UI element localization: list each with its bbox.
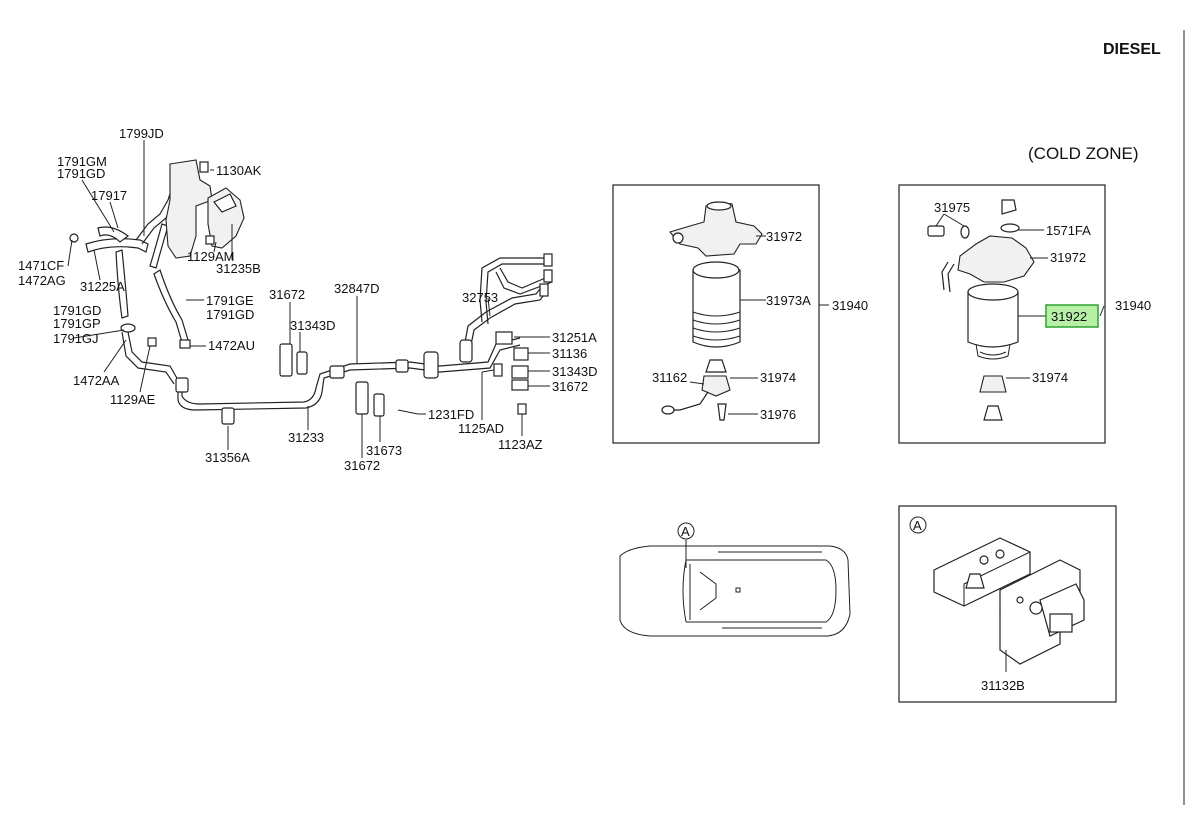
detail-a-bracket-panel: A 31132B <box>898 505 1117 703</box>
callout-a-vehicle-circle <box>677 522 695 540</box>
fuel-filter-box <box>612 184 820 444</box>
labels-left: 1799JD 1791GM 1791GD 17917 1130AK 1471CF… <box>18 126 598 473</box>
label-p2-31922[interactable]: 31922 <box>1051 309 1087 324</box>
label-p2-31972: 31972 <box>1050 250 1086 265</box>
label-32847D: 32847D <box>334 281 380 296</box>
cold-zone-filter-box <box>898 184 1106 444</box>
label-31356A: 31356A <box>205 450 250 465</box>
label-p1-31976: 31976 <box>760 407 796 422</box>
label-31343D-b: 31343D <box>552 364 598 379</box>
detail-a-box <box>898 505 1117 703</box>
label-31132B: 31132B <box>981 678 1025 693</box>
label-p1-31973A: 31973A <box>766 293 811 308</box>
label-p1-31974: 31974 <box>760 370 796 385</box>
label-1791GD-a: 1791GD <box>57 166 105 181</box>
label-31672-a: 31672 <box>269 287 305 302</box>
label-1471CF: 1471CF <box>18 258 64 273</box>
label-1125AD: 1125AD <box>458 421 504 436</box>
label-1130AK: 1130AK <box>216 163 262 178</box>
label-1231FD: 1231FD <box>428 407 474 422</box>
label-31233: 31233 <box>288 430 324 445</box>
engine-type-label: DIESEL <box>1103 41 1161 58</box>
fuel-line-assembly <box>69 159 553 425</box>
callout-a-vehicle: A <box>681 524 690 539</box>
callout-a-detail: A <box>913 518 922 533</box>
label-p2-31974: 31974 <box>1032 370 1068 385</box>
label-1472AG: 1472AG <box>18 273 66 288</box>
label-31251A: 31251A <box>552 330 597 345</box>
variant-label: (COLD ZONE) <box>1028 144 1139 163</box>
label-p1-31940: 31940 <box>832 298 868 313</box>
label-1791GD-c: 1791GD <box>53 303 101 318</box>
label-31673: 31673 <box>366 443 402 458</box>
vehicle-top-view: A <box>619 522 851 637</box>
label-1791GD-b: 1791GD <box>206 307 254 322</box>
label-1129AE: 1129AE <box>110 392 156 407</box>
label-31672-b: 31672 <box>552 379 588 394</box>
label-32753: 32753 <box>462 290 498 305</box>
label-p1-31162: 31162 <box>652 370 687 385</box>
label-p1-31972: 31972 <box>766 229 802 244</box>
label-1129AM: 1129AM <box>187 249 234 264</box>
label-1791GE: 1791GE <box>206 293 254 308</box>
label-31343D-a: 31343D <box>290 318 336 333</box>
label-17917: 17917 <box>91 188 127 203</box>
label-1799JD: 1799JD <box>119 126 164 141</box>
label-p2-1571FA: 1571FA <box>1046 223 1091 238</box>
label-1472AA: 1472AA <box>73 373 120 388</box>
label-p2-31975: 31975 <box>934 200 970 215</box>
callout-a-detail-circle <box>909 516 927 534</box>
label-1791GJ: 1791GJ <box>53 331 99 346</box>
label-31225A: 31225A <box>80 279 125 294</box>
label-31136: 31136 <box>552 346 587 361</box>
fuel-filter-panel: 31972 31973A 31940 31162 31974 31976 <box>612 184 868 444</box>
label-31235B: 31235B <box>216 261 261 276</box>
leader-lines-left <box>67 140 550 458</box>
label-31672-c: 31672 <box>344 458 380 473</box>
cold-zone-filter-panel: 31975 1571FA 31972 31922 31940 31974 <box>898 184 1151 444</box>
label-1791GP: 1791GP <box>53 316 101 331</box>
label-1123AZ: 1123AZ <box>498 437 543 452</box>
label-p2-31940: 31940 <box>1115 298 1151 313</box>
label-1472AU: 1472AU <box>208 338 255 353</box>
highlight-31922[interactable] <box>1045 304 1099 328</box>
label-1791GM: 1791GM <box>57 154 107 169</box>
